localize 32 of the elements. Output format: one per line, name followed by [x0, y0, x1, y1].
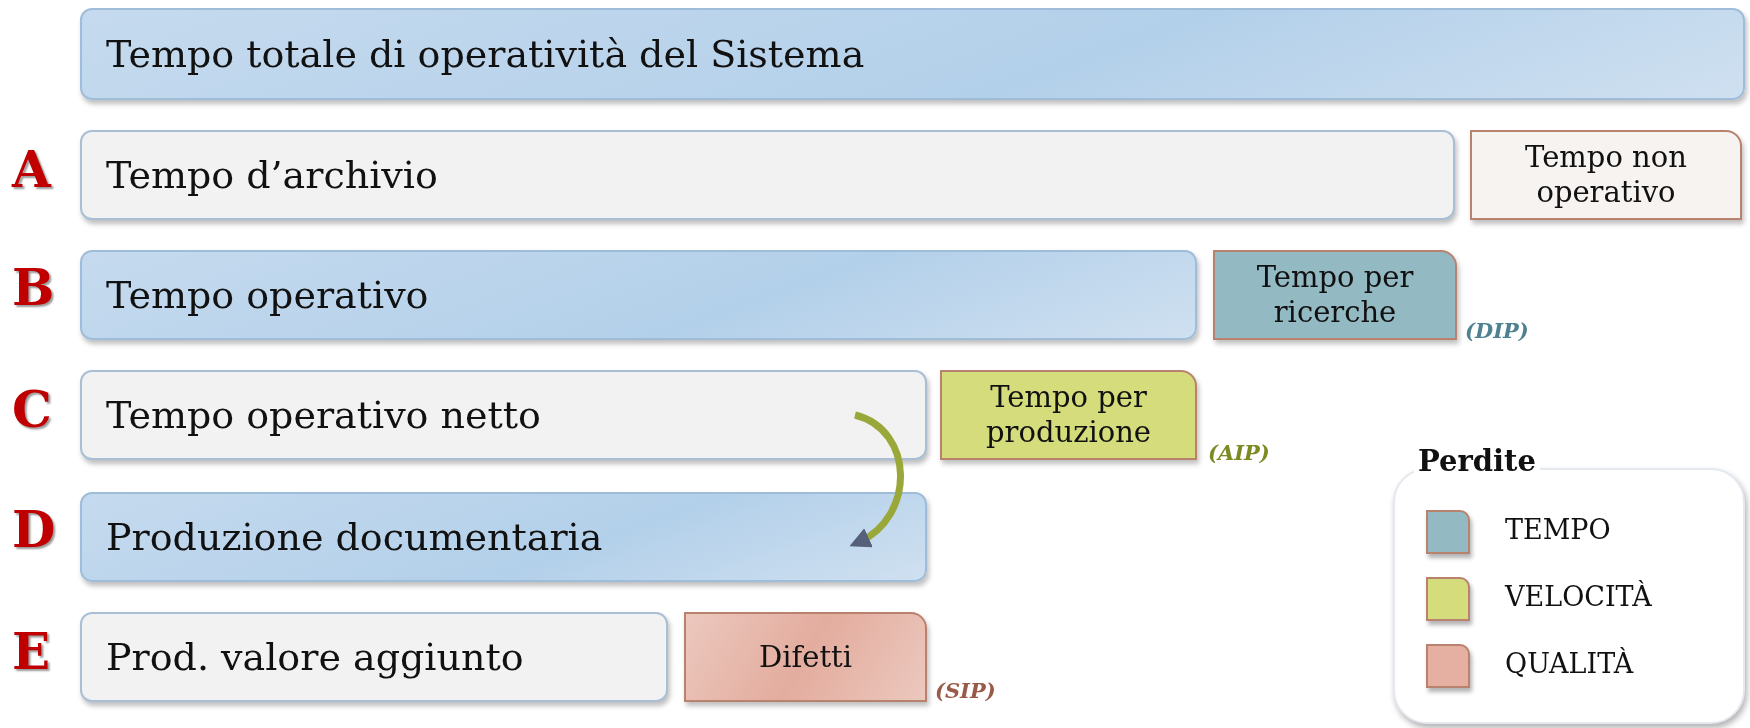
loss-label: Difetti [759, 639, 852, 675]
row-letter: D [12, 500, 56, 559]
legend-label: QUALITÀ [1505, 648, 1634, 679]
loss-box [1213, 250, 1457, 340]
bar-label: Produzione documentaria [106, 515, 603, 559]
bar-label: Tempo operativo [106, 273, 429, 317]
row-letter: E [12, 622, 51, 681]
time-bar [80, 370, 927, 460]
time-bar [80, 130, 1455, 220]
bar-label: Tempo d’archivio [106, 153, 438, 197]
time-bar [80, 250, 1197, 340]
bar-label: Prod. valore aggiunto [106, 635, 524, 679]
row-letter: A [12, 140, 51, 199]
loss-box [940, 370, 1197, 460]
bar-label: Tempo totale di operatività del Sistema [106, 32, 865, 76]
time-bar [80, 492, 927, 582]
legend-label: TEMPO [1505, 514, 1611, 545]
curved-arrow [849, 411, 904, 548]
row-letter: B [12, 258, 55, 317]
loss-label: Tempo per ricerche [1255, 260, 1415, 330]
loss-box [1470, 130, 1742, 220]
bar-label: Tempo operativo netto [106, 393, 541, 437]
row-letter: C [12, 380, 52, 439]
legend-label: VELOCITÀ [1505, 581, 1652, 612]
loss-label: Tempo per produzione [985, 380, 1152, 450]
loss-code: (SIP) [935, 678, 996, 703]
loss-box [684, 612, 927, 702]
time-bar [80, 612, 668, 702]
loss-code: (AIP) [1208, 440, 1270, 465]
loss-label: Tempo non operativo [1524, 140, 1688, 210]
loss-code: (DIP) [1465, 318, 1529, 343]
time-bar [80, 8, 1745, 100]
